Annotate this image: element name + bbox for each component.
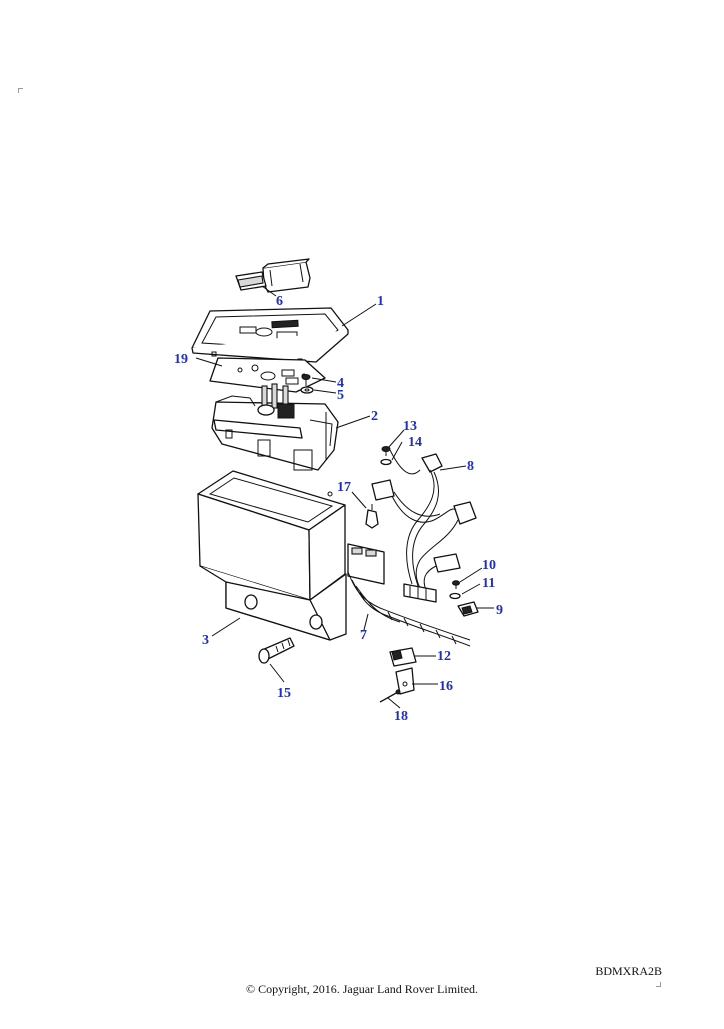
callout-18: 18 bbox=[394, 709, 408, 724]
part-19-gasket bbox=[209, 357, 326, 393]
part-13-screw bbox=[381, 446, 391, 456]
part-14-washer bbox=[380, 458, 392, 466]
callout-7: 7 bbox=[360, 628, 367, 643]
part-16-bracket bbox=[395, 667, 415, 695]
part-15-bolt bbox=[258, 637, 295, 664]
part-11-washer bbox=[449, 592, 461, 600]
callout-13: 13 bbox=[403, 419, 417, 434]
part-2-switch-body bbox=[211, 383, 339, 471]
part-1-bezel bbox=[191, 307, 349, 364]
part-17-bulb bbox=[365, 504, 379, 529]
callout-17: 17 bbox=[337, 480, 351, 495]
part-7-harness bbox=[347, 543, 471, 647]
callout-2: 2 bbox=[371, 409, 378, 424]
callout-5: 5 bbox=[337, 388, 344, 403]
callout-19: 19 bbox=[174, 352, 188, 367]
part-3-housing bbox=[197, 470, 347, 641]
part-18-pin bbox=[379, 689, 401, 703]
part-4-screw bbox=[301, 374, 311, 386]
callout-3: 3 bbox=[202, 633, 209, 648]
callout-4: 4 bbox=[337, 376, 344, 391]
part-9-clip bbox=[457, 601, 479, 617]
callout-9: 9 bbox=[496, 603, 503, 618]
callout-8: 8 bbox=[467, 459, 474, 474]
callout-15: 15 bbox=[277, 686, 291, 701]
callout-labels: 6 1 19 4 5 2 13 14 8 17 10 11 9 7 3 12 1… bbox=[174, 294, 503, 724]
callout-14: 14 bbox=[408, 435, 422, 450]
part-12-relay bbox=[389, 647, 417, 667]
callout-6: 6 bbox=[276, 294, 283, 309]
part-8-connector-harness bbox=[371, 449, 477, 603]
part-10-screw bbox=[452, 580, 460, 589]
corner-mark-top-left bbox=[18, 88, 23, 93]
part-5-washer bbox=[300, 386, 314, 394]
callout-11: 11 bbox=[482, 576, 495, 591]
copyright-notice: © Copyright, 2016. Jaguar Land Rover Lim… bbox=[245, 982, 479, 996]
reference-code: BDMXRA2B bbox=[595, 964, 662, 978]
part-6-knob bbox=[235, 258, 311, 293]
callout-10: 10 bbox=[482, 558, 496, 573]
leader-lines bbox=[195, 285, 494, 709]
callout-1: 1 bbox=[377, 294, 384, 309]
callout-16: 16 bbox=[439, 679, 453, 694]
callout-12: 12 bbox=[437, 649, 451, 664]
